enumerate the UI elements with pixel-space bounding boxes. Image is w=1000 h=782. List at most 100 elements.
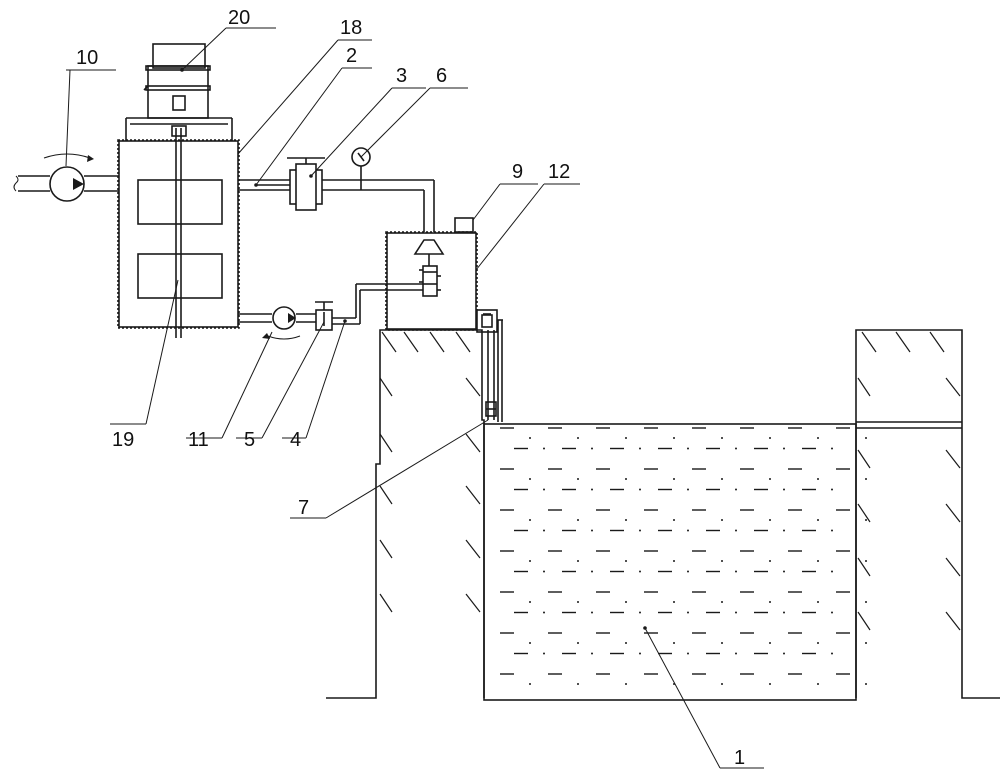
water-dot <box>639 488 641 491</box>
water-dot <box>529 601 531 603</box>
water-dot <box>769 601 771 603</box>
mixing-chamber <box>385 217 478 331</box>
water-dot <box>831 611 833 614</box>
water-dot <box>817 601 819 603</box>
water-dot <box>735 529 737 532</box>
label-19: 19 <box>112 429 134 451</box>
return-pump-icon <box>262 306 301 340</box>
water-dot <box>721 519 723 521</box>
water-dot <box>817 437 819 439</box>
label-18: 18 <box>340 17 362 39</box>
motor <box>143 43 211 119</box>
water-dot <box>529 560 531 562</box>
water-dot <box>721 560 723 562</box>
motor-frame <box>125 117 233 141</box>
water-dot <box>817 683 819 685</box>
water-dot <box>625 560 627 562</box>
water-dot <box>783 488 785 491</box>
water-dot <box>529 683 531 685</box>
left-wall <box>326 329 485 699</box>
water-dot <box>721 478 723 480</box>
water-dot <box>625 478 627 480</box>
water-dot <box>769 519 771 521</box>
water-dot <box>543 570 545 573</box>
water-dot <box>543 611 545 614</box>
water-dot <box>735 611 737 614</box>
return-pipe <box>238 283 423 325</box>
water-dot <box>673 437 675 439</box>
label-9: 9 <box>512 161 523 183</box>
water-dot <box>591 488 593 491</box>
water-dot <box>831 447 833 450</box>
label-3: 3 <box>396 65 407 87</box>
valve-icon <box>287 157 325 211</box>
label-12: 12 <box>548 161 570 183</box>
water-dot <box>831 570 833 573</box>
label-10: 10 <box>76 47 98 69</box>
water-dot <box>577 683 579 685</box>
water-dot <box>673 642 675 644</box>
water-dot <box>865 560 867 562</box>
water-dot <box>687 447 689 450</box>
water-dot <box>783 570 785 573</box>
water-dot <box>591 611 593 614</box>
water-dot <box>735 652 737 655</box>
water-dot <box>577 478 579 480</box>
water-dot <box>817 478 819 480</box>
pump-icon <box>43 153 94 202</box>
water-dot <box>817 642 819 644</box>
water-dot <box>783 611 785 614</box>
inlet-pipe <box>13 175 119 192</box>
water-dot <box>769 478 771 480</box>
water-dot <box>625 437 627 439</box>
water-dot <box>673 560 675 562</box>
label-11: 11 <box>188 429 209 451</box>
water-dot <box>625 601 627 603</box>
water-dot <box>673 478 675 480</box>
water-dot <box>783 529 785 532</box>
water-dot <box>769 437 771 439</box>
water-dot <box>577 601 579 603</box>
water-dot <box>769 560 771 562</box>
water-dot <box>687 570 689 573</box>
water-dot <box>543 652 545 655</box>
water-dot <box>735 447 737 450</box>
water-dot <box>865 683 867 685</box>
water-dot <box>721 601 723 603</box>
water-dot <box>639 652 641 655</box>
water-dot <box>673 601 675 603</box>
water-dot <box>817 560 819 562</box>
water-dot <box>831 652 833 655</box>
water-dot <box>625 642 627 644</box>
water-dot <box>639 529 641 532</box>
right-wall <box>855 329 1000 699</box>
water-dot <box>577 560 579 562</box>
mixing-tank <box>117 128 240 338</box>
water-dot <box>543 488 545 491</box>
water-dot <box>721 642 723 644</box>
water-dot <box>529 437 531 439</box>
label-20: 20 <box>228 7 250 29</box>
water-dot <box>543 447 545 450</box>
label-2: 2 <box>346 45 357 67</box>
label-1: 1 <box>734 747 745 769</box>
water-dot <box>865 642 867 644</box>
label-7: 7 <box>298 497 309 519</box>
water-dot <box>529 642 531 644</box>
water-tank <box>483 423 867 701</box>
water-dot <box>735 570 737 573</box>
water-dot <box>769 642 771 644</box>
water-dot <box>577 437 579 439</box>
label-4: 4 <box>290 429 301 451</box>
water-dot <box>639 611 641 614</box>
water-dot <box>687 529 689 532</box>
water-dot <box>865 519 867 521</box>
label-5: 5 <box>244 429 255 451</box>
water-dot <box>831 488 833 491</box>
water-dot <box>673 519 675 521</box>
water-surface-marks <box>500 427 867 685</box>
water-dot <box>591 529 593 532</box>
return-valve-icon <box>315 301 333 331</box>
